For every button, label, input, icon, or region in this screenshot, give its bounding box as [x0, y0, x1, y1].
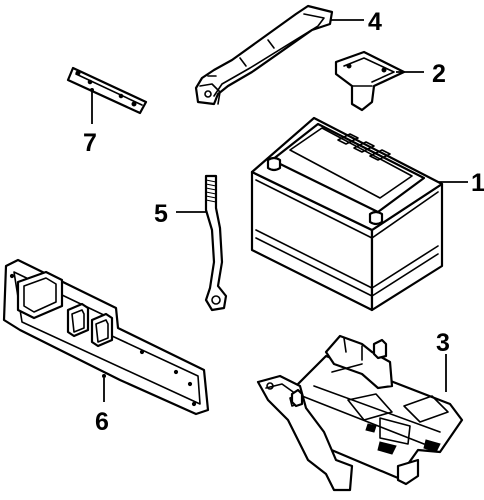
part-2-cover [334, 50, 406, 112]
callout-4: 4 [368, 8, 382, 36]
part-3-tray [256, 334, 464, 492]
callout-7: 7 [83, 129, 97, 157]
callout-3: 3 [436, 329, 450, 357]
callout-6: 6 [95, 408, 109, 436]
part-7-bracket [66, 66, 148, 115]
part-1-battery [250, 116, 444, 312]
part-4-hold-down [194, 4, 334, 106]
part-5-j-bolt [204, 174, 228, 312]
callout-1: 1 [471, 169, 484, 197]
callout-2: 2 [432, 60, 446, 88]
part-6-plate [2, 258, 210, 416]
callout-5: 5 [154, 200, 168, 228]
